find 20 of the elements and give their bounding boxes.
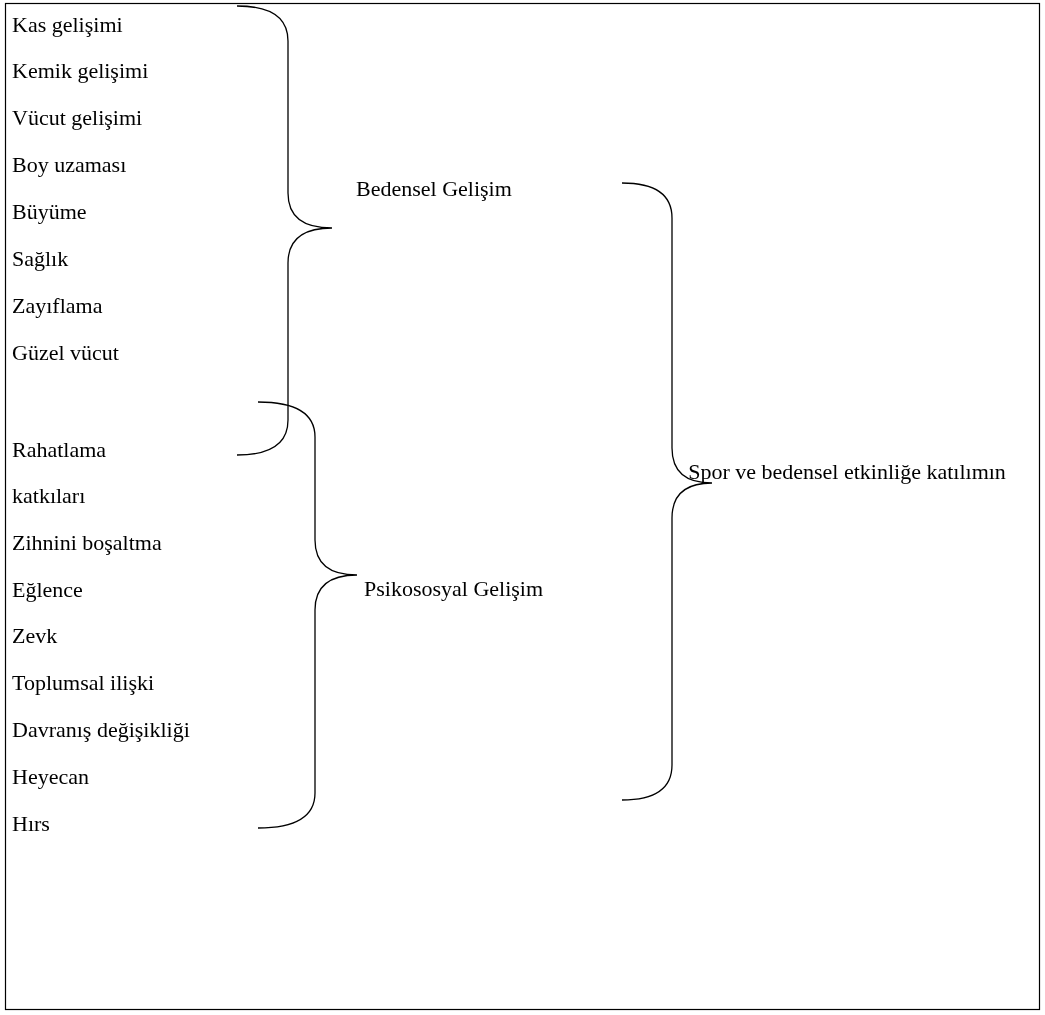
list-item-text: Toplumsal ilişki: [12, 670, 155, 696]
list-item-text: Rahatlama: [12, 437, 107, 463]
group-heading: Bedensel Gelişim: [356, 176, 512, 202]
list-item-text: Sağlık: [12, 246, 69, 272]
list-item-text: Eğlence: [12, 577, 83, 603]
list-item-text: Zihnini boşaltma: [12, 530, 162, 556]
list-item-text: Zayıflama: [12, 293, 103, 319]
list-item-text: Hırs: [12, 811, 50, 837]
list-item-text: katkıları: [12, 483, 86, 509]
list-item-text: Davranış değişikliği: [12, 717, 190, 743]
list-item-text: Vücut gelişimi: [12, 105, 143, 131]
list-item-text: Kemik gelişimi: [12, 58, 149, 84]
main-heading: Spor ve bedensel etkinliğe katılımın: [687, 458, 1007, 486]
list-item-text: Boy uzaması: [12, 152, 127, 178]
list-item-text: Zevk: [12, 623, 58, 649]
list-item-text: Büyüme: [12, 199, 87, 225]
list-item-text: Kas gelişimi: [12, 12, 123, 38]
list-item-text: Heyecan: [12, 764, 89, 790]
list-item-text: Güzel vücut: [12, 340, 119, 366]
group-heading: Psikososyal Gelişim: [364, 576, 544, 602]
